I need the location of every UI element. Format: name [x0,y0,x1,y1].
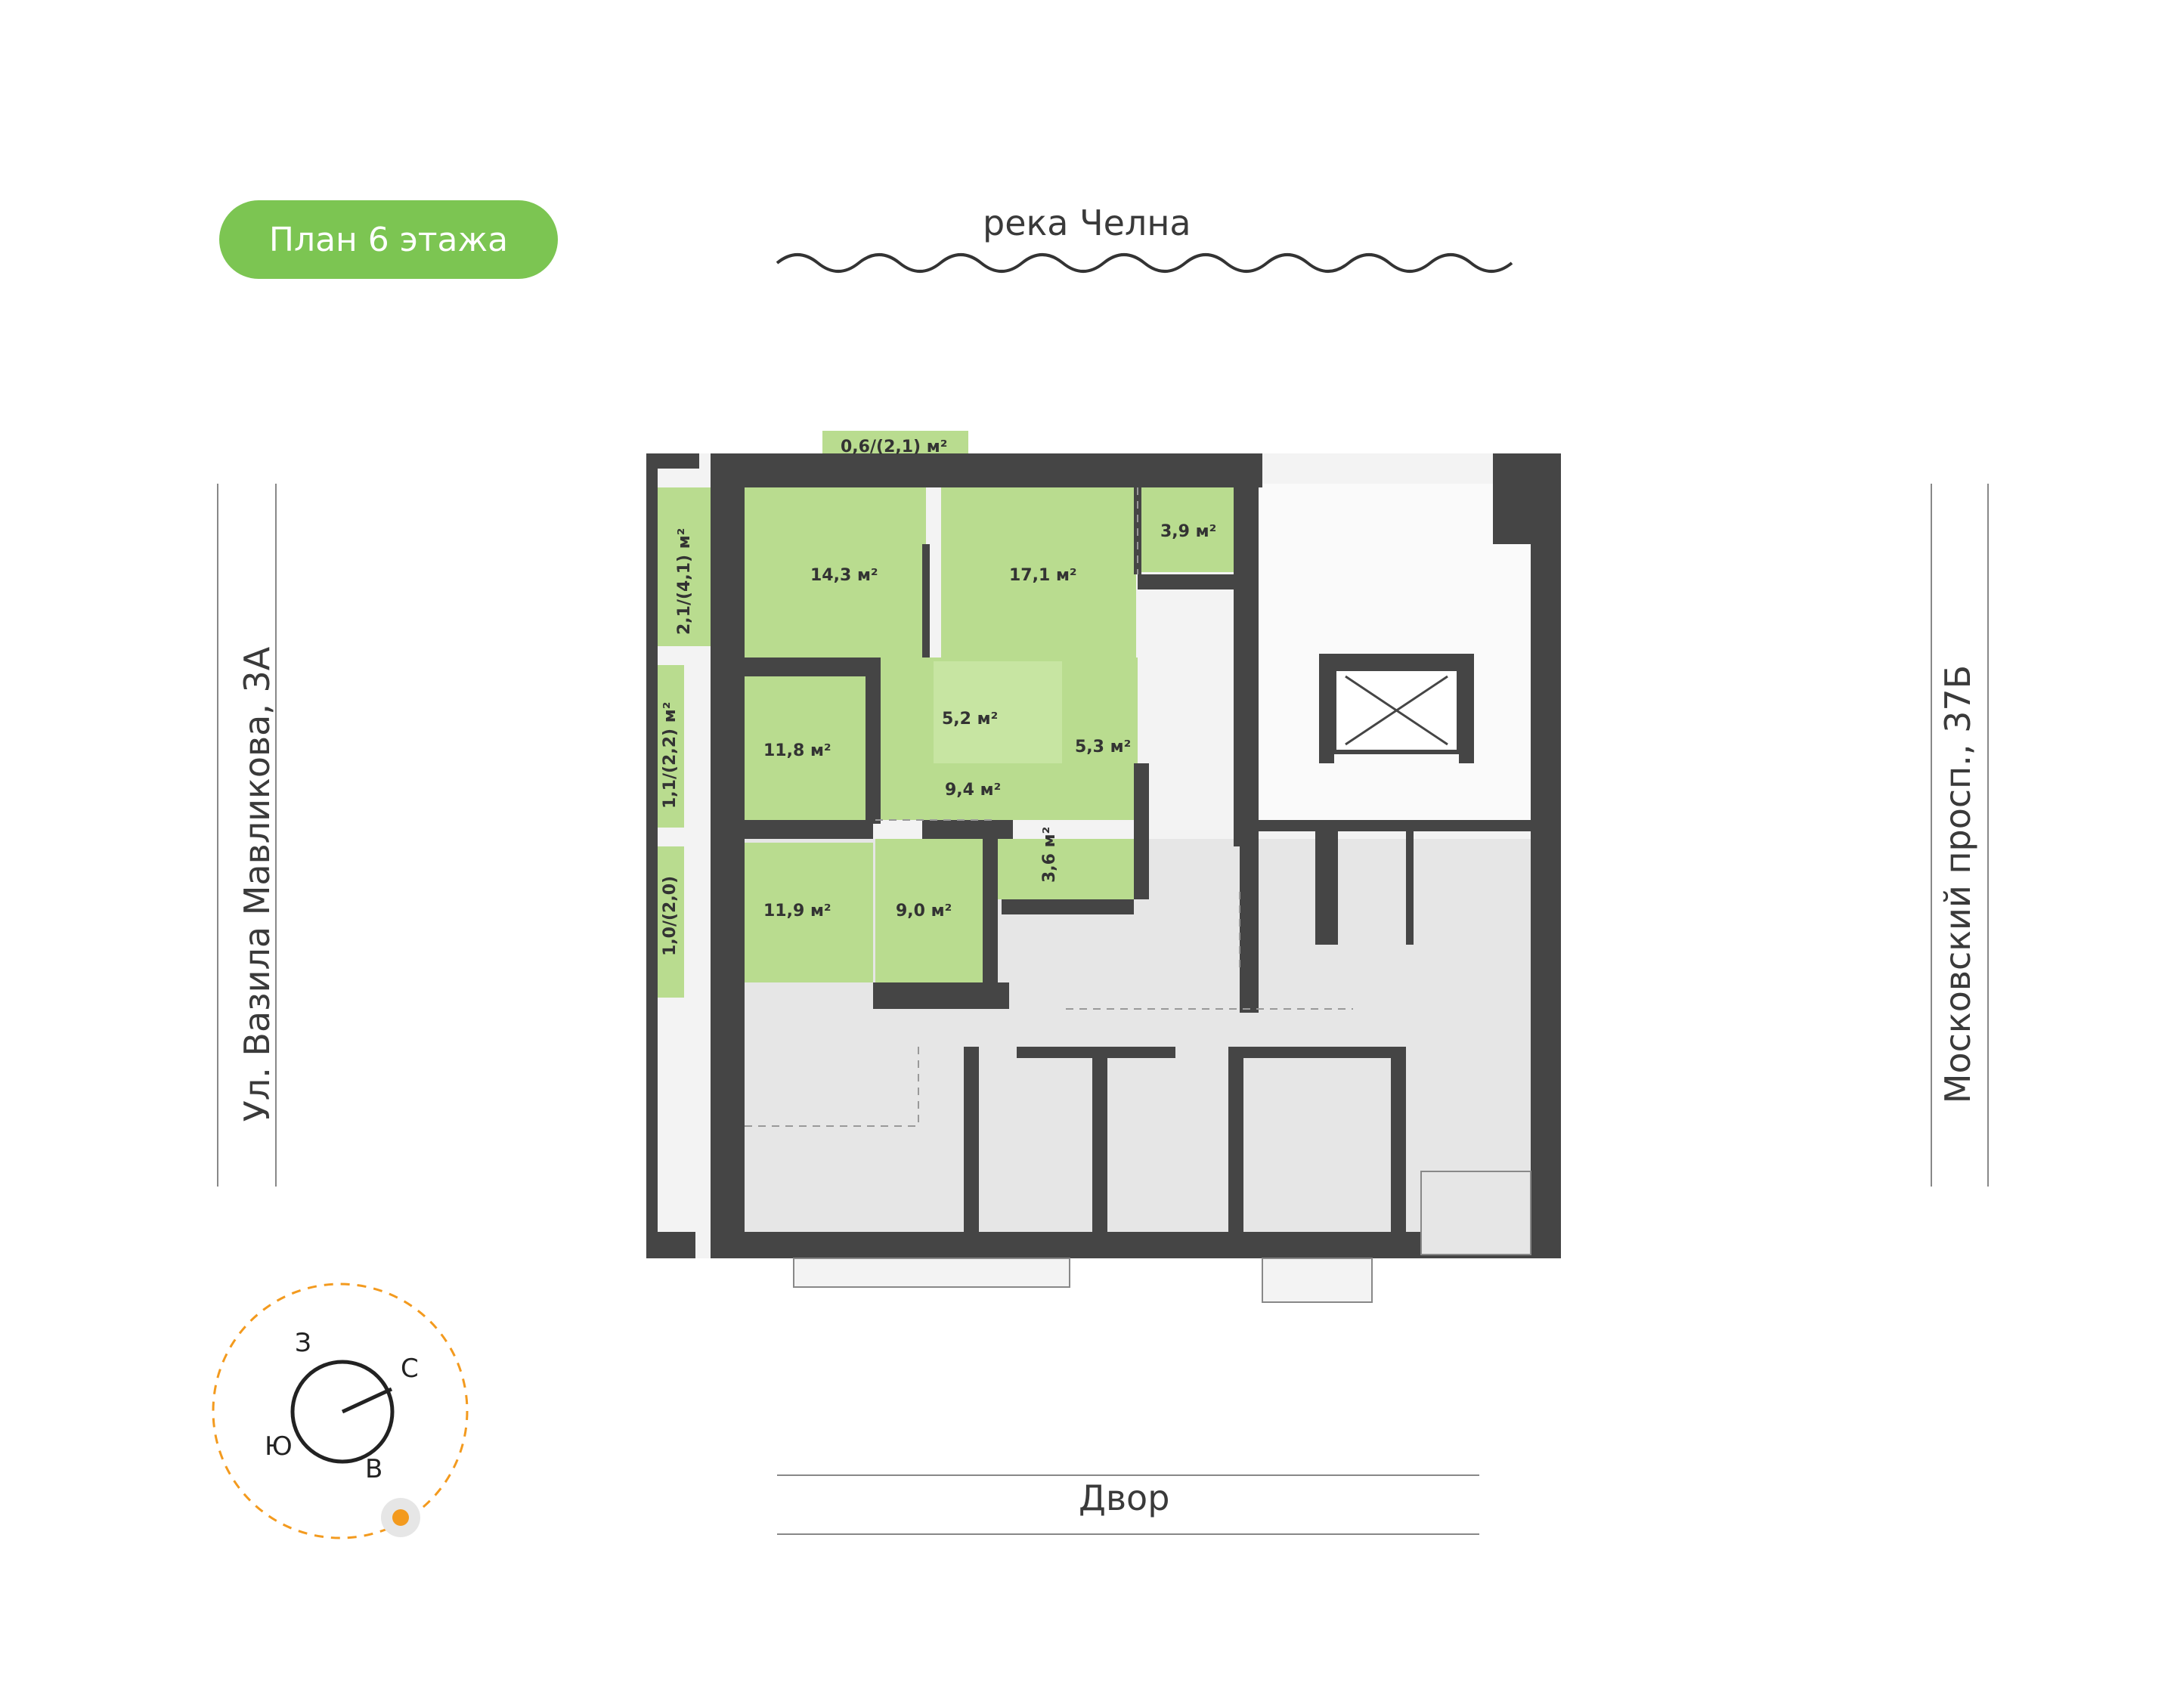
area-room-14-3: 14,3 м² [810,566,878,585]
balcony-left-3 [655,846,684,998]
area-balcony-top: 0,6/(2,1) м² [841,438,947,456]
area-hall-9-4: 9,4 м² [945,781,1001,800]
bath-5-3 [1064,676,1138,763]
area-balcony-left-2: 1,1/(2,2) м² [661,702,680,809]
room-14-3 [741,487,926,658]
sun-path-circle [212,1283,469,1539]
walls [646,453,1561,1258]
compass-needle [341,1387,393,1414]
balcony-bottom-1 [793,1258,1070,1288]
balcony-bottom-2 [1262,1258,1373,1303]
compass-west: З [295,1328,311,1358]
area-storage-3-9: 3,9 м² [1160,522,1216,541]
balcony-bottom-right [1420,1171,1531,1255]
area-bath-5-2: 5,2 м² [942,710,998,729]
river-wave-line [776,253,1513,273]
compass-north: С [401,1354,419,1384]
storage-3-9 [1141,487,1234,572]
wc-3-6 [998,839,1134,899]
bath-5-2 [934,661,1062,763]
area-room-11-9: 11,9 м² [763,902,831,921]
floor-plan-title-badge: План 6 этажа [219,200,558,279]
area-kitchen-9-0: 9,0 м² [896,902,952,921]
area-balcony-left-1: 2,1/(4,1) м² [675,528,694,635]
balcony-left-2 [655,665,684,828]
room-17-1 [941,487,1136,658]
area-wc-3-6: 3,6 м² [1040,827,1059,883]
area-balcony-left-3: 1,0/(2,0) [661,876,680,956]
kitchen-9-0 [875,839,996,982]
compass-east: В [365,1454,382,1484]
apartment-right [1414,846,1527,952]
balcony-left-1 [655,487,712,646]
south-label-yard: Двор [1079,1477,1170,1518]
area-room-11-8: 11,8 м² [763,741,831,760]
area-bath-5-3: 5,3 м² [1075,738,1131,757]
north-label-river: река Челна [983,203,1191,243]
area-room-17-1: 17,1 м² [1009,566,1077,585]
compass-south: Ю [265,1431,293,1462]
sun-icon [392,1509,409,1526]
apartment-green [655,431,1234,998]
